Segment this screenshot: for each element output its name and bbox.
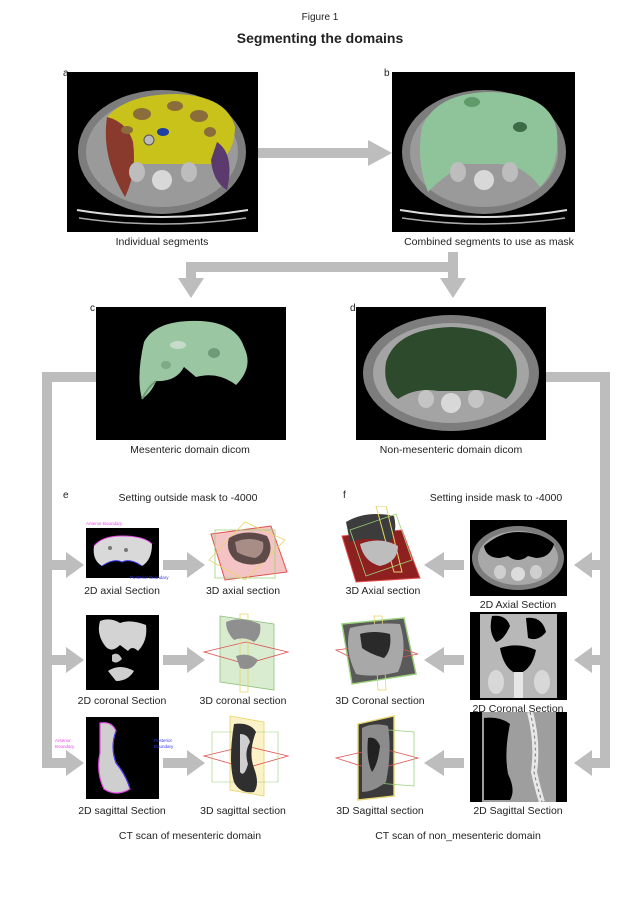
panel-d-nonmesenteric-dicom [356, 307, 546, 440]
panel-b-ct-mask [392, 72, 575, 232]
f-coronal-2d-image [470, 612, 567, 700]
f-axial-3d-image [336, 505, 426, 584]
label-e-axial-2d: 2D axial Section [84, 585, 160, 597]
arrow-to-c [178, 278, 204, 298]
label-e-sagittal-2d: 2D sagittal Section [78, 805, 166, 817]
label-e-sagittal-3d: 3D sagittal section [200, 805, 286, 817]
panel-letter-d: d [350, 303, 356, 314]
figure-title: Segmenting the domains [236, 30, 404, 46]
label-e-coronal-2d: 2D coronal Section [77, 695, 167, 707]
e-coronal-3d-image [200, 612, 290, 694]
label-f-sagittal-2d: 2D Sagittal Section [473, 805, 563, 817]
label-f-coronal-3d: 3D Coronal section [335, 695, 425, 707]
annotation-anterior-boundary: Anterior Boundary [86, 521, 123, 526]
e-coronal-2d-image [86, 615, 159, 690]
caption-c: Mesenteric domain dicom [130, 444, 250, 456]
label-f-sagittal-3d: 3D Sagittal section [336, 805, 424, 817]
panel-a-ct-segments [67, 72, 258, 232]
right-bus-top [544, 372, 610, 382]
label-f-axial-2d: 2D Axial Section [479, 599, 557, 611]
f-coronal-3d-image [334, 614, 420, 694]
label-f-axial-3d: 3D Axial section [345, 585, 421, 597]
panel-letter-f: f [343, 490, 346, 501]
panel-letter-c: c [90, 303, 95, 314]
caption-d: Non-mesenteric domain dicom [379, 444, 523, 456]
panel-letter-b: b [384, 68, 390, 79]
caption-b: Combined segments to use as mask [404, 236, 574, 248]
panel-c-mesenteric-dicom [96, 307, 286, 440]
f-sagittal-3d-image [334, 712, 420, 802]
footer-f: CT scan of non_mesenteric domain [375, 830, 541, 842]
e-sagittal-3d-image [200, 712, 290, 800]
annotation-anterior: Anterior [55, 738, 71, 743]
left-bus-top [42, 372, 96, 382]
f-sagittal-2d-image [470, 712, 567, 802]
heading-e: Setting outside mask to -4000 [118, 492, 258, 504]
annotation-posterior-boundary: Posterior Boundary [130, 575, 169, 580]
arrow-a-to-b [258, 148, 370, 158]
footer-e: CT scan of mesenteric domain [118, 830, 262, 842]
annotation-posterior: Posterior [154, 738, 173, 743]
e-sagittal-2d-image [86, 717, 159, 799]
caption-a: Individual segments [115, 236, 209, 248]
figure-number: Figure 1 [301, 12, 339, 23]
e-axial-2d-image [86, 528, 159, 578]
e-axial-3d-image [205, 520, 291, 582]
f-axial-2d-image [470, 520, 567, 596]
label-e-coronal-3d: 3D coronal section [199, 695, 287, 707]
annotation-boundary: Boundary [55, 744, 75, 749]
panel-letter-e: e [63, 490, 69, 501]
label-e-axial-3d: 3D axial section [205, 585, 281, 597]
heading-f: Setting inside mask to -4000 [429, 492, 563, 504]
annotation-boundary-2: Boundary [154, 744, 174, 749]
panel-letter-a: a [63, 68, 69, 79]
arrow-to-d [440, 278, 466, 298]
